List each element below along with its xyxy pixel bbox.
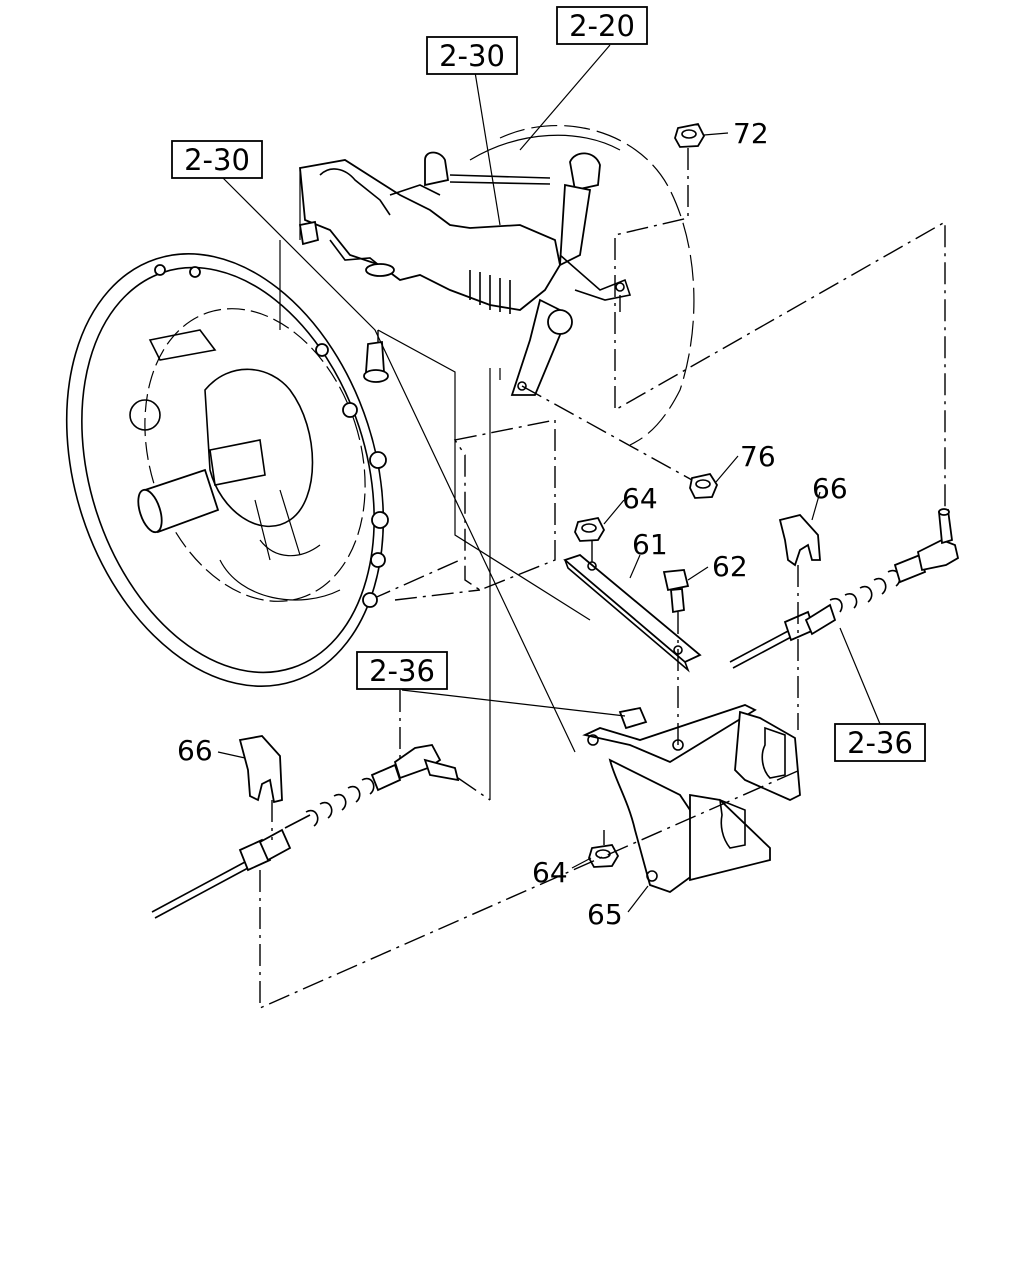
ref-label-2-30-left: 2-30 bbox=[184, 143, 250, 177]
reference-box-2-30-top: 2-30 bbox=[426, 36, 518, 75]
reference-box-2-36-right: 2-36 bbox=[834, 723, 926, 762]
part-number-72: 72 bbox=[733, 117, 769, 150]
part-number-66-right: 66 bbox=[812, 472, 848, 505]
part-number-65: 65 bbox=[587, 898, 623, 931]
ref-label-2-36-left: 2-36 bbox=[369, 654, 435, 688]
nut-76 bbox=[689, 472, 719, 499]
strap-61 bbox=[563, 553, 702, 673]
clutch-housing-face bbox=[65, 253, 389, 687]
fasteners bbox=[363, 122, 719, 868]
reference-box-2-36-left: 2-36 bbox=[356, 651, 448, 690]
reference-box-2-30-left: 2-30 bbox=[171, 140, 263, 179]
bolt-62 bbox=[662, 569, 690, 592]
ref-label-2-30-top: 2-30 bbox=[439, 39, 505, 73]
reference-box-2-20: 2-20 bbox=[556, 6, 648, 45]
bracket-bolt bbox=[618, 706, 648, 730]
nut-64-lower bbox=[588, 844, 620, 868]
clip-66-right bbox=[778, 513, 821, 567]
transmission-housing bbox=[219, 125, 695, 800]
ref-label-2-20: 2-20 bbox=[569, 9, 635, 43]
shift-tower bbox=[298, 151, 632, 396]
nut-64-upper bbox=[574, 516, 606, 542]
phantom-lines bbox=[259, 148, 946, 1010]
clip-66-left bbox=[238, 735, 283, 804]
bracket-65 bbox=[582, 704, 801, 894]
cable-right bbox=[729, 508, 960, 669]
part-number-76: 76 bbox=[740, 440, 776, 473]
leader-lines bbox=[217, 44, 881, 913]
part-number-66-left: 66 bbox=[177, 734, 213, 767]
part-number-64-upper: 64 bbox=[622, 482, 658, 515]
cable-left bbox=[151, 735, 460, 919]
nut-72 bbox=[674, 122, 706, 148]
ref-label-2-36-right: 2-36 bbox=[847, 726, 913, 760]
part-number-62: 62 bbox=[712, 550, 748, 583]
part-number-61: 61 bbox=[632, 528, 668, 561]
part-number-64-lower: 64 bbox=[532, 856, 568, 889]
